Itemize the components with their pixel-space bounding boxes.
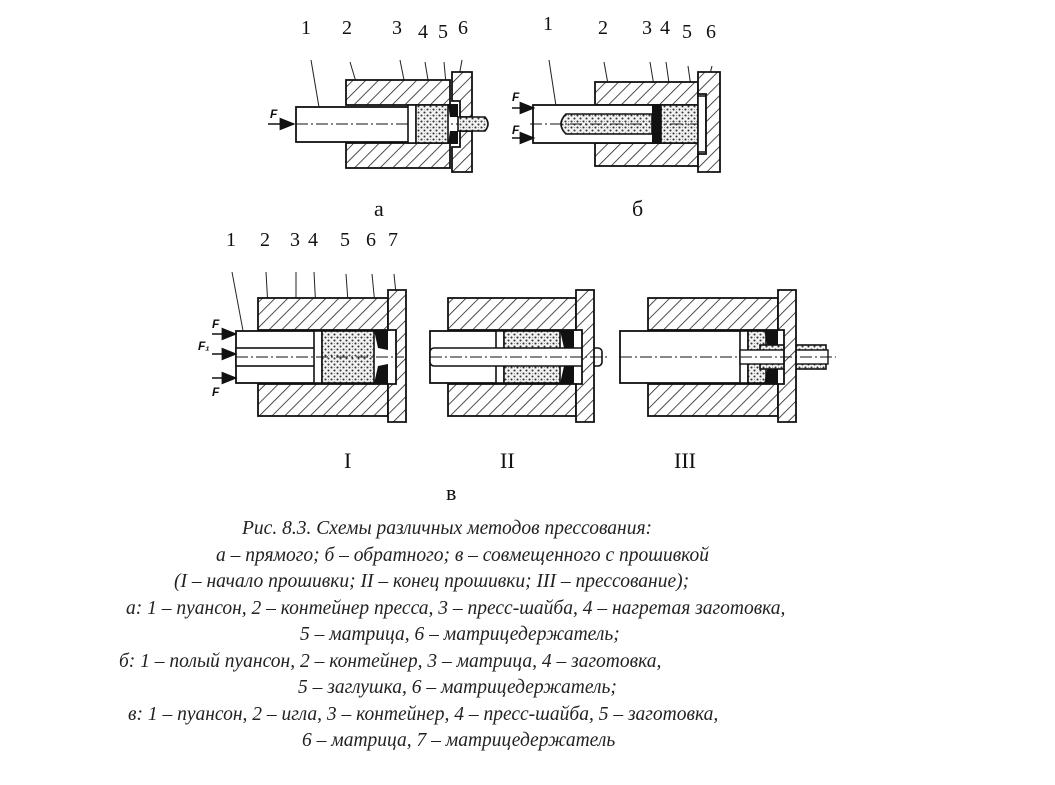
stage-1-die-holder (387, 289, 407, 423)
diagram-v-label-7: 7 (388, 229, 398, 251)
diagram-b-container-bottom (594, 142, 699, 167)
figure-caption: Рис. 8.3. Схемы различных методов прессо… (0, 516, 1055, 755)
diagram-b-sublabel: б (632, 196, 643, 221)
caption-line-methods: а – прямого; б – обратного; в – совмещен… (216, 544, 710, 566)
diagram-a-label-6: 6 (458, 17, 468, 39)
diagram-b-container-top (594, 81, 699, 106)
diagram-b-die-holder (697, 71, 721, 173)
diagram-a-die-lower (448, 131, 458, 144)
diagram-a-container-top (345, 79, 451, 106)
diagram-b: 1 2 3 4 5 6 F F б (512, 13, 721, 221)
stage-1-die-upper (374, 330, 388, 350)
diagram-b-force-arrows: F F (512, 90, 536, 145)
stage-1-container-bottom (257, 383, 389, 417)
diagram-v-label-2: 2 (260, 229, 270, 251)
diagram-v-stage-labels: I II III (344, 448, 696, 473)
diagram-a-die-upper (448, 104, 458, 117)
diagram-b-label-6: 6 (706, 21, 716, 43)
diagram-v-stage-3 (619, 289, 836, 423)
diagram-v-label-1: 1 (226, 229, 236, 251)
diagram-a-label-5: 5 (438, 21, 448, 43)
diagram-a-label-3: 3 (392, 17, 402, 39)
diagram-b-label-1: 1 (543, 13, 553, 35)
stage-label-3: III (674, 448, 696, 473)
caption-line-v-parts: в: 1 – пуансон, 2 – игла, 3 – контейнер,… (128, 703, 719, 725)
caption-line-a-parts-cont: 5 – матрица, 6 – матрицедержатель; (300, 624, 620, 645)
diagram-a-label-4: 4 (418, 21, 428, 43)
diagram-b-label-4: 4 (660, 17, 670, 39)
stage-2-die-holder (575, 289, 595, 423)
diagram-a-force-arrow: F (268, 107, 296, 131)
stage-1-die-lower (374, 364, 388, 384)
stage-3-container-bottom (647, 383, 779, 417)
diagram-b-label-3: 3 (642, 17, 652, 39)
diagram-b-part-labels: 1 2 3 4 5 6 (543, 13, 716, 43)
caption-line-a-parts: а: 1 – пуансон, 2 – контейнер пресса, 3 … (126, 597, 786, 619)
diagram-v-stage-2 (429, 289, 610, 423)
diagram-a-force-label: F (270, 107, 278, 121)
stage-1-container-top (257, 297, 389, 331)
diagram-a-label-1: 1 (301, 17, 311, 39)
diagram-a-extrudate (457, 116, 489, 132)
caption-line-b-parts: б: 1 – полый пуансон, 2 – контейнер, 3 –… (119, 650, 662, 672)
diagram-v-stage-1: F F₁ F (198, 289, 407, 423)
diagram-v-label-3: 3 (290, 229, 300, 251)
caption-line-stages: (I – начало прошивки; II – конец прошивк… (174, 571, 690, 592)
diagram-a-sublabel: а (374, 196, 384, 221)
stage-1-force-label-top: F (212, 317, 220, 331)
diagram-a-label-2: 2 (342, 17, 352, 39)
diagram-a: 1 2 3 4 5 6 F а (268, 17, 490, 221)
stage-3-die-holder (777, 289, 797, 423)
diagram-b-label-2: 2 (598, 17, 608, 39)
diagram-v-label-5: 5 (340, 229, 350, 251)
stage-2-container-top (447, 297, 577, 331)
diagram-v-part-labels: 1 2 3 4 5 6 7 (226, 229, 398, 251)
stage-1-force-arrows: F F₁ F (198, 317, 238, 399)
stage-label-1: I (344, 448, 351, 473)
stage-2-die-lower (560, 364, 574, 384)
diagram-a-container-bottom (345, 142, 451, 169)
stage-3-container-top (647, 297, 779, 331)
diagram-a-part-labels: 1 2 3 4 5 6 (301, 17, 468, 43)
diagram-b-plug (697, 95, 707, 153)
caption-line-v-parts-cont: 6 – матрица, 7 – матрицедержатель (302, 730, 616, 751)
diagram-v: 1 2 3 4 5 6 7 (198, 229, 836, 505)
diagram-v-label-6: 6 (366, 229, 376, 251)
stage-2-container-bottom (447, 383, 577, 417)
diagram-b-label-5: 5 (682, 21, 692, 43)
stage-2-die-upper (560, 330, 574, 350)
diagram-b-force-label-bottom: F (512, 123, 520, 137)
diagram-a-press-washer (407, 104, 417, 144)
caption-title: Рис. 8.3. Схемы различных методов прессо… (242, 518, 653, 539)
diagram-b-force-label-top: F (512, 90, 520, 104)
stage-label-2: II (500, 448, 515, 473)
diagram-v-label-4: 4 (308, 229, 318, 251)
stage-1-force-label-inner: F₁ (198, 339, 210, 353)
caption-line-b-parts-cont: 5 – заглушка, 6 – матрицедержатель; (298, 677, 617, 698)
stage-1-force-label-bottom: F (212, 385, 220, 399)
diagram-v-sublabel: в (446, 480, 456, 505)
diagram-a-billet (415, 104, 449, 144)
